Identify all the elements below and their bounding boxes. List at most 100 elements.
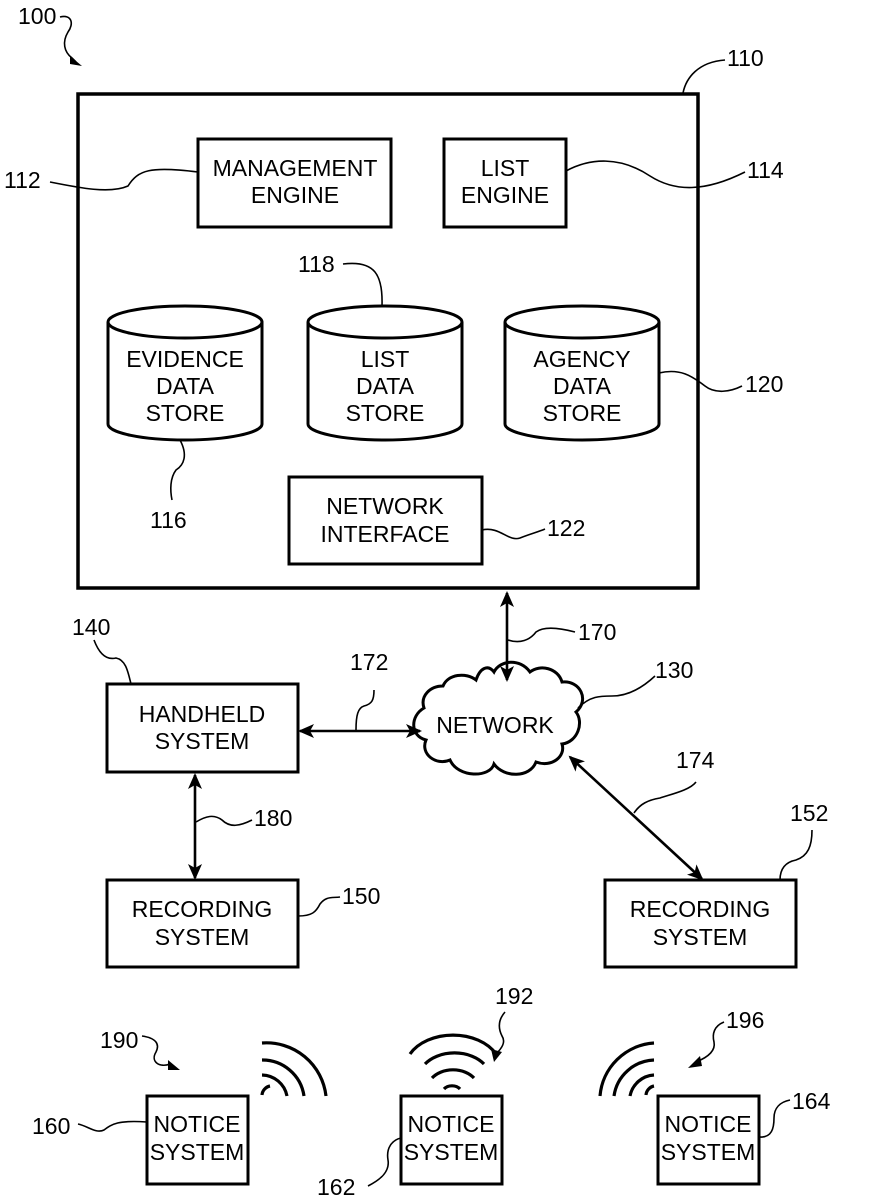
notice-system-162-label-1: NOTICE xyxy=(408,1111,495,1137)
figure-ref-leader xyxy=(59,15,77,63)
network-interface-label-2: INTERFACE xyxy=(320,521,449,547)
link-174-arrow xyxy=(568,755,704,881)
evidence-store-ref-leader xyxy=(170,439,186,501)
wireless-wave-icon xyxy=(612,1058,655,1097)
recording-system-150: RECORDING SYSTEM 150 xyxy=(105,878,380,969)
signal-196-arrowhead xyxy=(688,1056,702,1068)
evidence-store-label-3: STORE xyxy=(146,400,225,426)
management-engine-label-1: MANAGEMENT xyxy=(213,155,378,181)
evidence-store-ref-label: 116 xyxy=(150,507,187,533)
link-170-ref-label: 170 xyxy=(578,619,616,645)
agency-store-label-1: AGENCY xyxy=(533,346,630,372)
signal-192-ref-label: 192 xyxy=(495,983,533,1009)
list-engine-label-1: LIST xyxy=(481,155,530,181)
agency-store-top xyxy=(503,304,661,340)
notice-system-162-ref-leader xyxy=(367,1137,402,1187)
list-store-top xyxy=(306,304,464,340)
figure-ref-label: 100 xyxy=(18,3,56,29)
agency-store-label-3: STORE xyxy=(543,400,622,426)
notice-system-164-label-1: NOTICE xyxy=(665,1111,752,1137)
notice-system-160-ref-leader xyxy=(77,1120,148,1132)
network-interface-box xyxy=(287,475,484,566)
list-store-ref-leader xyxy=(342,262,383,307)
notice-system-160-label-1: NOTICE xyxy=(154,1111,241,1137)
agency-store-ref-leader xyxy=(658,370,743,393)
recording-system-152-ref-label: 152 xyxy=(790,800,828,826)
signal-190-arrowhead xyxy=(168,1060,180,1070)
evidence-store-label-1: EVIDENCE xyxy=(126,346,244,372)
link-172-ref-label: 172 xyxy=(350,649,388,675)
list-engine-label-2: ENGINE xyxy=(461,182,549,208)
signal-190-ref-label: 190 xyxy=(100,1027,138,1053)
management-engine-box xyxy=(196,137,393,229)
notice-system-160-label-2: SYSTEM xyxy=(150,1139,245,1165)
list-engine-ref-label: 114 xyxy=(747,157,784,183)
link-180: 180 xyxy=(188,773,292,880)
network-cloud-shape xyxy=(412,660,584,776)
network-ref-leader xyxy=(577,675,656,709)
signal-196: 196 xyxy=(598,1007,764,1097)
notice-system-160-box xyxy=(145,1094,250,1186)
link-174-ref-leader xyxy=(633,781,697,814)
wireless-wave-icon xyxy=(644,1084,655,1096)
link-180-ref-leader xyxy=(195,815,253,827)
recording-system-152-ref-leader xyxy=(779,829,813,881)
network-interface: NETWORK INTERFACE 122 xyxy=(287,475,585,566)
management-engine: MANAGEMENT ENGINE 112 xyxy=(4,137,393,229)
wireless-wave-icon xyxy=(442,1084,462,1091)
figure-ref-arrowhead xyxy=(70,56,82,66)
wireless-wave-icon xyxy=(261,1073,289,1097)
wireless-wave-icon xyxy=(261,1041,328,1097)
recording-system-150-ref-leader xyxy=(297,896,341,917)
handheld-system: HANDHELD SYSTEM 140 xyxy=(72,614,300,774)
link-170-ref-leader xyxy=(507,627,576,643)
recording-system-152-label-2: SYSTEM xyxy=(653,924,748,950)
link-180-ref-label: 180 xyxy=(254,805,292,831)
wireless-wave-icon xyxy=(598,1041,655,1097)
wireless-wave-icon xyxy=(628,1073,655,1097)
recording-system-152-box xyxy=(603,878,798,969)
link-172: 172 xyxy=(298,649,422,738)
server-ref-leader xyxy=(682,59,726,94)
notice-system-164-box xyxy=(656,1094,761,1186)
wireless-wave-icon xyxy=(260,1084,271,1096)
evidence-store-body xyxy=(106,322,264,442)
link-174: 174 xyxy=(568,747,715,881)
signal-192-arrowhead xyxy=(491,1049,502,1062)
notice-system-164: NOTICE SYSTEM 164 xyxy=(656,1088,831,1186)
list-store-label-3: STORE xyxy=(346,400,425,426)
signal-196-ref-leader xyxy=(695,1021,725,1063)
recording-system-152: RECORDING SYSTEM 152 xyxy=(603,800,828,969)
handheld-system-label-1: HANDHELD xyxy=(139,701,266,727)
notice-system-162-label-2: SYSTEM xyxy=(404,1139,499,1165)
signal-196-ref-label: 196 xyxy=(726,1007,764,1033)
signal-190: 190 xyxy=(100,1027,328,1097)
signal-192: 192 xyxy=(408,983,533,1091)
recording-system-150-box xyxy=(105,878,300,969)
notice-system-160-ref-label: 160 xyxy=(32,1113,70,1139)
evidence-store-label-2: DATA xyxy=(156,373,215,399)
agency-store-ref-label: 120 xyxy=(745,371,783,397)
handheld-system-ref-leader xyxy=(93,639,132,685)
server-ref-label: 110 xyxy=(727,45,764,71)
link-170: 170 xyxy=(500,591,616,682)
recording-system-150-label-1: RECORDING xyxy=(132,896,273,922)
agency-data-store: AGENCY DATA STORE 120 xyxy=(503,304,783,442)
link-174-ref-label: 174 xyxy=(676,747,715,773)
recording-system-150-label-2: SYSTEM xyxy=(155,924,250,950)
wireless-wave-icon xyxy=(261,1058,306,1097)
list-store-label-2: DATA xyxy=(356,373,415,399)
agency-store-body xyxy=(503,322,661,442)
evidence-data-store: EVIDENCE DATA STORE 116 xyxy=(106,304,264,533)
management-engine-ref-leader xyxy=(49,168,199,191)
notice-system-162-ref-label: 162 xyxy=(317,1174,355,1200)
notice-system-164-ref-label: 164 xyxy=(792,1088,831,1114)
network-interface-ref-leader xyxy=(481,528,546,540)
handheld-system-ref-label: 140 xyxy=(72,614,110,640)
recording-system-152-label-1: RECORDING xyxy=(630,896,771,922)
link-172-ref-leader xyxy=(355,689,375,731)
list-data-store: LIST DATA STORE 118 xyxy=(298,251,464,442)
signal-190-ref-leader xyxy=(141,1035,177,1069)
handheld-system-box xyxy=(105,682,300,774)
